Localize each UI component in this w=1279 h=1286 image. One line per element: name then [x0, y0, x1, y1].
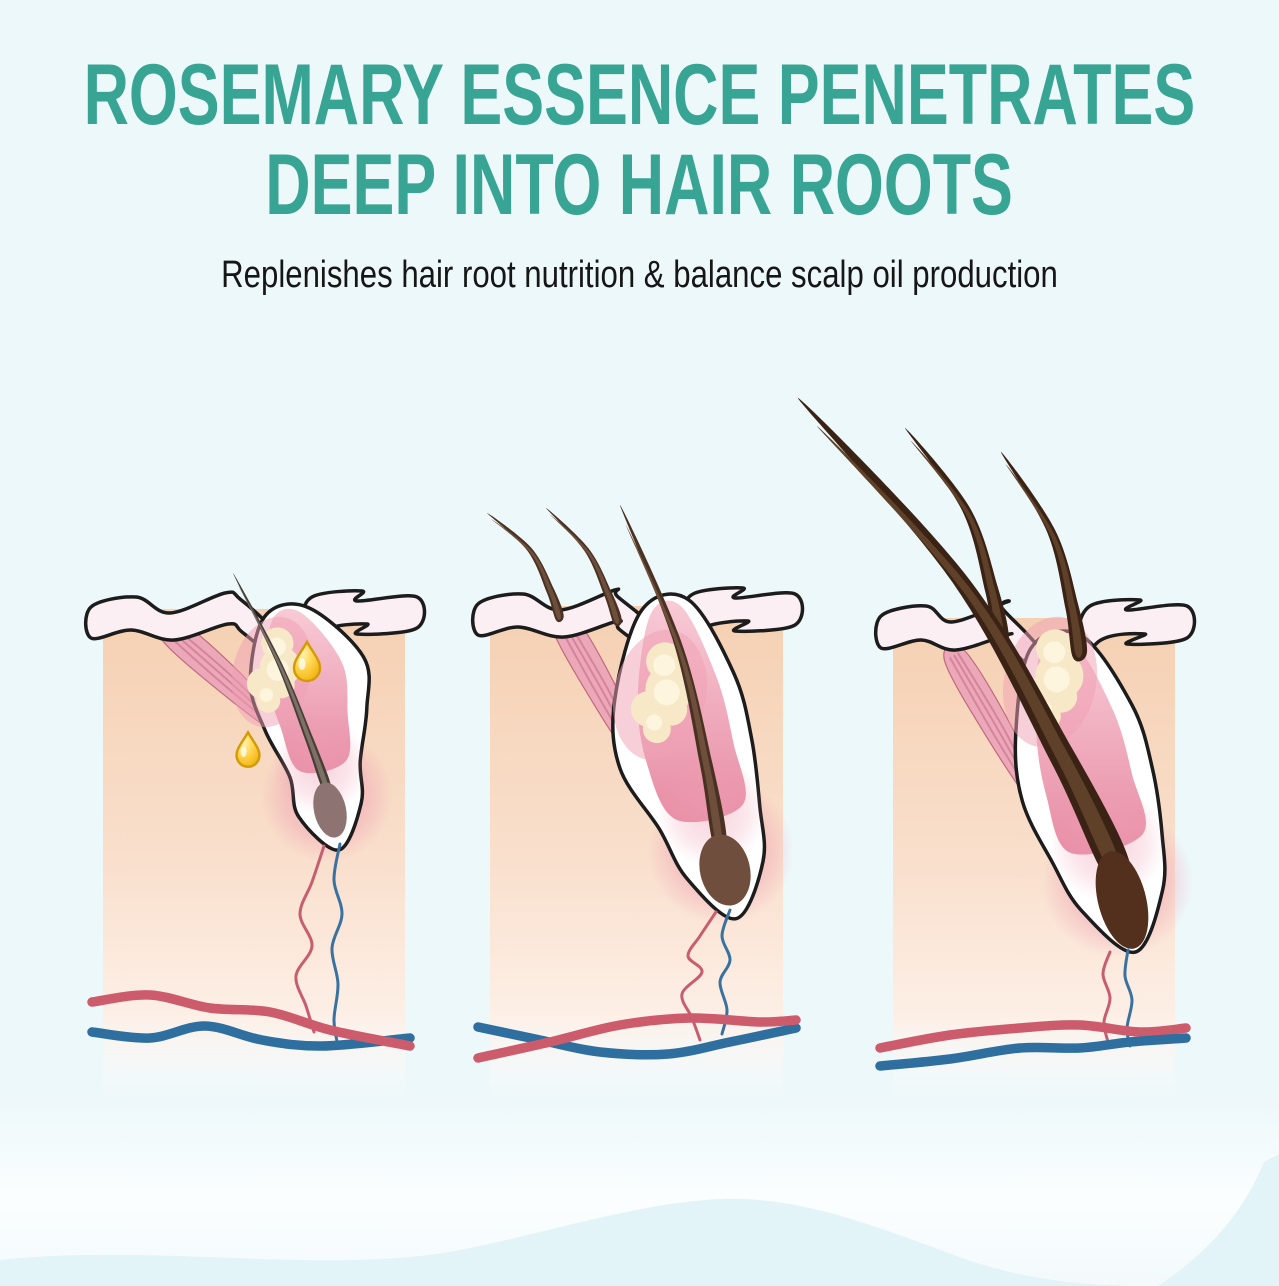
page-title: ROSEMARY ESSENCE PENETRATES DEEP INTO HA…: [0, 0, 1279, 230]
hair-strands: [232, 572, 332, 795]
wave-left-corner: [0, 1271, 125, 1286]
hair-bulb: [313, 782, 347, 838]
blood-vessels: [87, 990, 415, 1051]
hair-strands: [486, 504, 727, 852]
title-line-2: DEEP INTO HAIR ROOTS: [265, 137, 1014, 233]
hair-follicle-stages-illustration: [83, 397, 1197, 1104]
header: ROSEMARY ESSENCE PENETRATES DEEP INTO HA…: [0, 0, 1279, 297]
blood-vessels: [875, 1020, 1191, 1071]
hair-strands: [797, 397, 1131, 886]
hair-bulb: [699, 834, 751, 906]
wave-shapes: [0, 1154, 1279, 1286]
oil-drop-icon: [292, 639, 322, 683]
wave-crest: [0, 1198, 1150, 1286]
blood-vessels: [473, 1013, 801, 1063]
follicle-stage-1: [83, 572, 427, 1104]
bottom-wave-decoration: [0, 1096, 1279, 1286]
oil-drop-icon: [235, 730, 261, 768]
subtitle: Replenishes hair root nutrition & balanc…: [221, 254, 1058, 296]
wave-right-corner: [1158, 1154, 1279, 1286]
follicle-stage-2: [470, 504, 805, 1104]
title-line-1: ROSEMARY ESSENCE PENETRATES: [83, 47, 1196, 143]
follicle-stage-3: [797, 397, 1197, 1104]
hair-bulb: [1095, 851, 1149, 949]
capillaries: [294, 842, 344, 1048]
